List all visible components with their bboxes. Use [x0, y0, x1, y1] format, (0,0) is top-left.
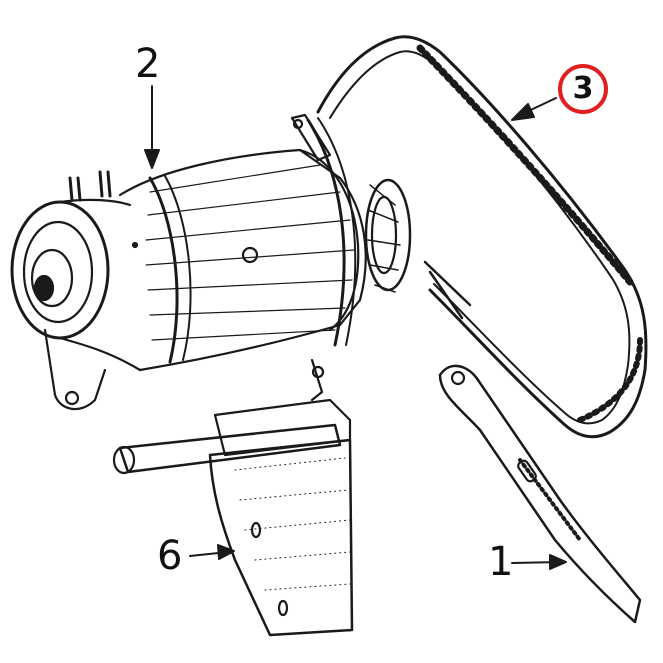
callout-1-label: 1	[488, 539, 514, 585]
mounting-rod	[112, 423, 342, 475]
callout-2-label: 2	[135, 41, 161, 87]
generator	[10, 117, 367, 411]
mounting-bracket	[208, 358, 354, 637]
upper-strap	[290, 113, 332, 162]
pulley-fan	[364, 178, 412, 293]
arrow-3-leader	[511, 97, 557, 121]
link-strap	[423, 260, 472, 320]
callout-6-label: 6	[157, 533, 183, 579]
arrow-1-leader	[511, 554, 567, 570]
callout-3-highlight-ring: 3	[558, 64, 608, 114]
v-belt	[316, 35, 648, 439]
adjusting-arm	[438, 364, 642, 624]
arrow-6-leader	[189, 544, 235, 560]
callout-3-label: 3	[572, 71, 594, 106]
leader-arrows	[144, 85, 567, 570]
arrow-2-leader	[144, 85, 160, 169]
